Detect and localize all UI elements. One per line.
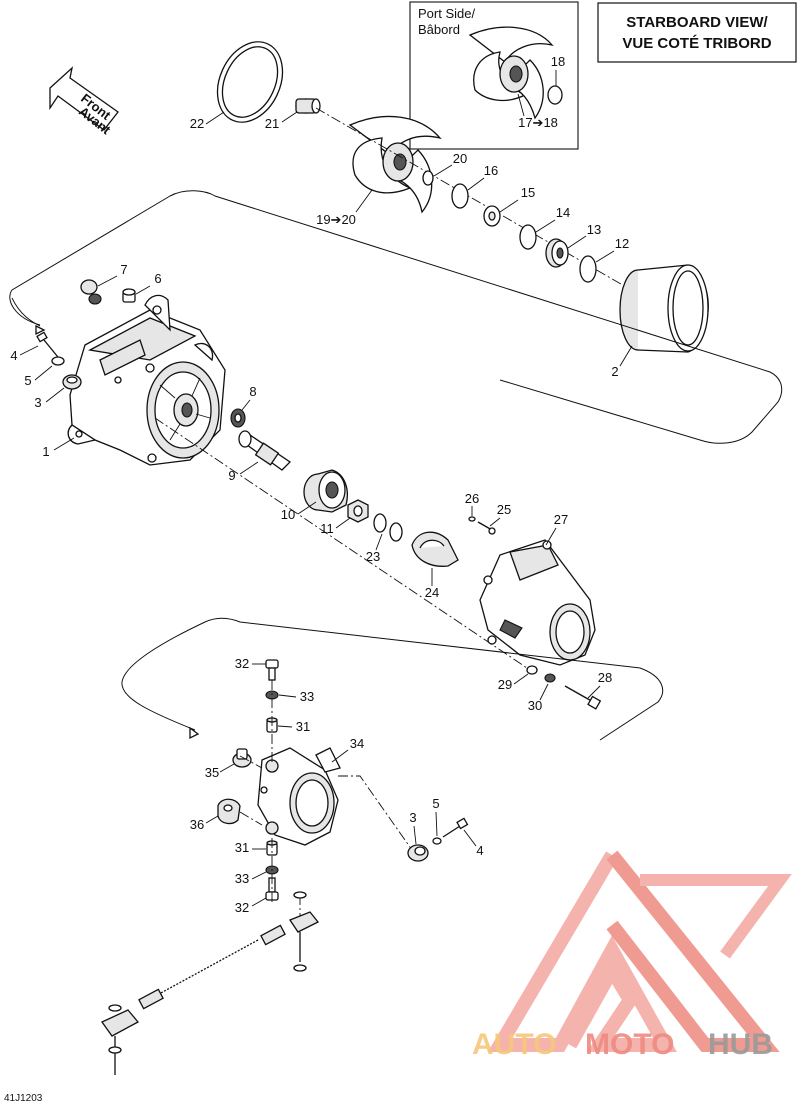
bolt-4-lower: [442, 817, 469, 838]
callout-17-18: 17➔18: [518, 115, 558, 130]
callout-15: 15: [521, 185, 535, 200]
callout-29: 29: [498, 677, 512, 692]
plug-7: [80, 279, 102, 305]
bolt-32-top: [265, 659, 279, 681]
callout-4-lower: 4: [476, 843, 483, 858]
steering-cable: [101, 891, 320, 1075]
callout-25: 25: [497, 502, 511, 517]
callout-8: 8: [249, 384, 256, 399]
o-ring-18: [547, 85, 563, 105]
watermark-word-auto: AUTO: [472, 1028, 556, 1061]
callout-34: 34: [350, 736, 364, 751]
callout-9: 9: [228, 468, 235, 483]
callout-6: 6: [154, 271, 161, 286]
callout-20: 20: [453, 151, 467, 166]
steering-link-dash: [338, 775, 413, 851]
callout-14: 14: [556, 205, 570, 220]
ring-16: [451, 183, 469, 209]
inset-label-line1: Port Side/: [418, 6, 475, 21]
venturi-27: [479, 539, 596, 666]
fitting-6: [122, 288, 136, 303]
wear-ring-2: [619, 264, 709, 353]
callout-5-upper: 5: [24, 373, 31, 388]
callout-12: 12: [615, 236, 629, 251]
callout-27: 27: [554, 512, 568, 527]
callout-10: 10: [281, 507, 295, 522]
front-direction-arrow: Front Avant: [49, 66, 119, 138]
grommet-3-upper: [62, 374, 82, 390]
callout-11: 11: [320, 521, 334, 536]
callout-13: 13: [587, 222, 601, 237]
o-rings-23: [373, 513, 403, 542]
steering-nozzle-34: [257, 747, 341, 846]
port-side-inset: Port Side/ Bâbord 18 17➔18: [409, 1, 579, 150]
washer-30: [544, 673, 556, 683]
bracket-36: [217, 798, 241, 825]
callout-16: 16: [484, 163, 498, 178]
pump-housing: [67, 294, 226, 466]
bolt-28: [564, 685, 602, 710]
callout-7: 7: [120, 262, 127, 277]
grommet-35: [232, 748, 252, 768]
washer-26: [468, 516, 476, 522]
bearing-10: [303, 469, 348, 513]
axis-line-lower: [154, 417, 531, 671]
washer-5-lower: [432, 837, 442, 845]
callout-23: 23: [366, 549, 380, 564]
callout-32-bottom: 32: [235, 900, 249, 915]
washer-29: [526, 665, 538, 675]
callout-32-top: 32: [235, 656, 249, 671]
callout-31-bottom: 31: [235, 840, 249, 855]
callout-31-top: 31: [296, 719, 310, 734]
view-title-line1: STARBOARD VIEW/: [626, 14, 768, 31]
automotohub-watermark-text: AUTO MOTO HUB: [472, 1028, 773, 1061]
callout-36: 36: [190, 817, 204, 832]
callout-1: 1: [42, 444, 49, 459]
callout-30: 30: [528, 698, 542, 713]
bushing-21: [295, 98, 321, 114]
washer-15: [483, 205, 501, 227]
watermark-word-moto: MOTO: [585, 1028, 674, 1061]
callout-3-lower: 3: [409, 810, 416, 825]
callout-22: 22: [190, 116, 204, 131]
impeller-cone-24: [411, 531, 459, 567]
callout-2: 2: [611, 364, 618, 379]
wear-ring-22: [216, 41, 284, 123]
assembly-group-outline-upper: [9, 190, 783, 444]
impeller-main: [348, 115, 442, 214]
bearing-13: [545, 238, 569, 268]
ring-14: [519, 224, 537, 250]
callout-3-upper: 3: [34, 395, 41, 410]
ring-12: [579, 255, 597, 283]
callout-4-upper: 4: [10, 348, 17, 363]
drawing-code: 41J1203: [4, 1093, 43, 1104]
nut-11: [347, 499, 369, 523]
callout-24: 24: [425, 585, 439, 600]
seal-8: [230, 408, 246, 428]
automotohub-watermark-logo: [487, 850, 792, 1052]
inset-label-line2: Bâbord: [418, 22, 460, 37]
washer-5-upper: [51, 356, 65, 366]
drive-shaft-9: [238, 430, 292, 471]
watermark-word-hub: HUB: [708, 1028, 773, 1061]
screw-25: [477, 521, 496, 535]
callout-26: 26: [465, 491, 479, 506]
o-ring-20: [422, 170, 434, 186]
callout-33-bottom: 33: [235, 871, 249, 886]
callout-19-20: 19➔20: [316, 212, 356, 227]
callout-21: 21: [265, 116, 279, 131]
grommet-3-lower: [407, 844, 429, 862]
callout-18: 18: [551, 54, 565, 69]
callout-5-lower: 5: [432, 796, 439, 811]
impeller-port-side: [468, 26, 554, 120]
assembly-group-outline-lower: [121, 617, 663, 741]
callout-28: 28: [598, 670, 612, 685]
view-title-line2: VUE COTÉ TRIBORD: [622, 35, 771, 52]
callout-35: 35: [205, 765, 219, 780]
callout-33-top: 33: [300, 689, 314, 704]
view-title-box: STARBOARD VIEW/ VUE COTÉ TRIBORD: [597, 2, 797, 63]
